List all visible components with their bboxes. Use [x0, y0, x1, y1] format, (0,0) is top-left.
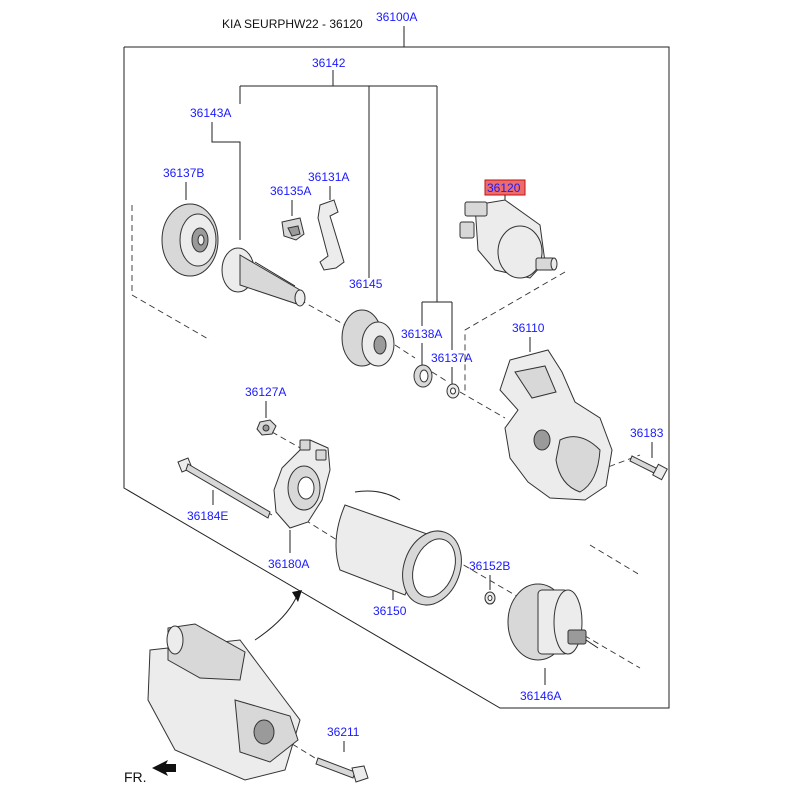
pinion-gear-36145-icon: [341, 309, 395, 367]
ring-36152B-icon: [484, 591, 496, 605]
part-label-36143A[interactable]: 36143A: [190, 106, 231, 120]
front-direction-indicator: FR.: [124, 760, 176, 785]
bolt-36184E-icon: [177, 457, 271, 519]
part-label-36146A[interactable]: 36146A: [520, 689, 561, 703]
armature-36146A-icon: [507, 583, 599, 661]
diagram-title: KIA SEURPHW22 - 36120: [222, 17, 363, 31]
ring-36138A-icon: [413, 364, 433, 388]
front-direction-label: FR.: [124, 769, 147, 785]
leader-36142: [239, 70, 453, 350]
pulley-36137B-icon: [161, 203, 219, 277]
part-label-36211[interactable]: 36211: [327, 725, 360, 739]
part-label-36120[interactable]: 36120: [487, 181, 521, 195]
yoke-36150-icon: [335, 490, 462, 606]
brush-holder-36180A-icon: [273, 439, 331, 529]
washer-36137A-icon: [446, 383, 460, 399]
part-label-36142[interactable]: 36142: [312, 56, 346, 70]
part-label-36135A[interactable]: 36135A: [270, 184, 311, 198]
shaft-36143A-icon: [221, 247, 306, 307]
bolt-36183-icon: [629, 455, 668, 481]
front-arrow-icon: [152, 760, 176, 776]
part-label-36145[interactable]: 36145: [349, 277, 383, 291]
part-label-36137B[interactable]: 36137B: [163, 166, 204, 180]
lever-36131A-icon: [317, 199, 345, 271]
part-label-36131A[interactable]: 36131A: [308, 170, 349, 184]
part-label-36137A[interactable]: 36137A: [431, 351, 472, 365]
part-label-36100A[interactable]: 36100A: [376, 10, 417, 24]
part-label-36150[interactable]: 36150: [373, 604, 407, 618]
nut-36127A-icon: [256, 419, 277, 436]
assembly-outline: [123, 26, 670, 709]
part-label-36152B[interactable]: 36152B: [469, 559, 510, 573]
housing-36110-icon: [499, 349, 613, 501]
part-label-36180A[interactable]: 36180A: [268, 557, 309, 571]
part-label-36184E[interactable]: 36184E: [187, 509, 228, 523]
part-label-36183[interactable]: 36183: [630, 426, 664, 440]
part-label-36110[interactable]: 36110: [512, 321, 545, 335]
solenoid-36120-icon: [459, 199, 558, 279]
clip-36135A-icon: [281, 217, 305, 241]
part-label-36138A[interactable]: 36138A: [401, 327, 442, 341]
starter-assembly-icon: [147, 590, 302, 781]
part-label-36127A[interactable]: 36127A: [245, 385, 286, 399]
bolt-36211-icon: [315, 757, 369, 783]
